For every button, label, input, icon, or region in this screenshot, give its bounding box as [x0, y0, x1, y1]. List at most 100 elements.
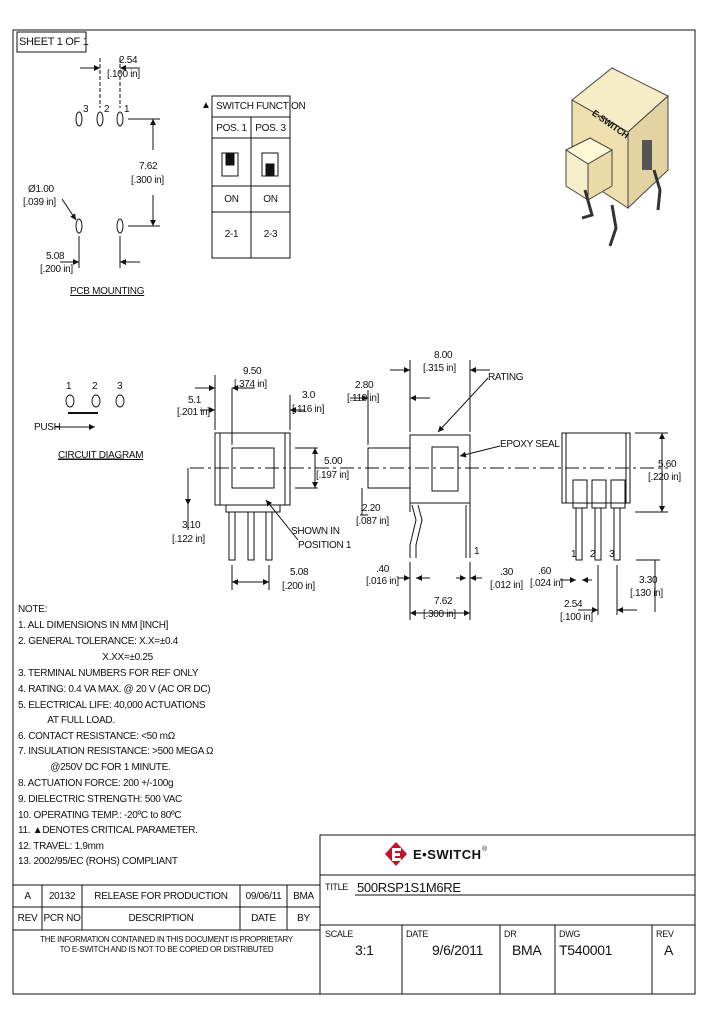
front-dim-f: 5.08: [290, 567, 309, 578]
title-value: 500RSP1S1M6RE: [357, 880, 461, 895]
circuit-pin1: 1: [66, 381, 72, 392]
pcb-dim-offset: 5.08: [46, 251, 65, 262]
circuit-pin2: 2: [92, 381, 98, 392]
end-dim-b: .60: [538, 566, 552, 577]
title-block-frame: [319, 834, 696, 995]
note-line: @250V DC FOR 1 MINUTE.: [18, 762, 171, 773]
table-conn-pos3: 2-3: [263, 229, 278, 240]
front-dim-a-in: [.374 in]: [234, 379, 267, 390]
circuit-caption: CIRCUIT DIAGRAM: [58, 450, 144, 461]
end-pin1: 1: [571, 549, 577, 560]
pcb-dim-row-in: [.300 in]: [131, 175, 164, 186]
note-line: X.XX=±0.25: [18, 652, 153, 663]
dwg-value: T540001: [559, 942, 613, 958]
front-shown: SHOWN IN: [291, 526, 340, 537]
front-dim-c-in: [.116 in]: [292, 404, 325, 415]
rev-value: A: [664, 942, 674, 958]
pcb-dim-offset-in: [.200 in]: [40, 264, 73, 275]
note-line: 8. ACTUATION FORCE: 200 +/-100g: [18, 778, 174, 789]
side-dim-a-in: [.315 in]: [423, 363, 456, 374]
front-dim-e: 3.10: [182, 520, 201, 531]
note-line: 7. INSULATION RESISTANCE: >500 MEGA Ω: [18, 746, 214, 757]
critical-mark: ▲: [201, 100, 211, 111]
rev-row-desc: RELEASE FOR PRODUCTION: [94, 891, 228, 902]
front-dim-d: 5.00: [324, 456, 343, 467]
revision-block-frame: [12, 884, 321, 931]
brand-registered-mark: ®: [482, 846, 487, 853]
side-epoxy: EPOXY SEAL: [500, 439, 560, 450]
note-line: NOTE:: [18, 604, 48, 615]
front-dim-b-in: [.201 in]: [177, 407, 210, 418]
date-label: DATE: [406, 929, 429, 939]
rev-row-pcr: 20132: [48, 891, 76, 902]
note-line: 3. TERMINAL NUMBERS FOR REF ONLY: [18, 668, 199, 679]
side-dim-a: 8.00: [434, 350, 453, 361]
side-rating: RATING: [488, 372, 524, 383]
note-line: 9. DIELECTRIC STRENGTH: 500 VAC: [18, 794, 182, 805]
end-dim-c-in: [.100 in]: [560, 612, 593, 623]
dwg-label: DWG: [559, 929, 581, 939]
side-dim-e: .30: [500, 567, 514, 578]
front-dim-a: 9.50: [243, 366, 262, 377]
side-dim-f: 7.62: [434, 596, 453, 607]
rev-header-pcr: PCR NO: [43, 913, 81, 924]
end-pin2: 2: [590, 549, 596, 560]
front-shown2: POSITION 1: [298, 540, 352, 551]
note-line: 6. CONTACT RESISTANCE: <50 mΩ: [18, 731, 175, 742]
pcb-mounting-holes: [75, 111, 124, 234]
product-3d-render: [564, 67, 669, 247]
end-view: [560, 432, 668, 615]
pcb-pin2: 2: [104, 104, 110, 115]
switch-function-title: SWITCH FUNCTION: [216, 101, 306, 112]
circuit-diagram-symbol: [55, 394, 125, 460]
rev-row-rev: A: [24, 891, 31, 902]
front-dim-c: 3.0: [302, 390, 316, 401]
rev-row-by: BMA: [293, 891, 314, 902]
side-dim-c: 2.20: [362, 503, 381, 514]
rev-header-date: DATE: [251, 913, 276, 924]
note-line: 11. ▲DENOTES CRITICAL PARAMETER.: [18, 825, 198, 836]
side-dim-b-in: [.110 in]: [347, 393, 380, 404]
side-dim-f-in: [.300 in]: [423, 609, 456, 620]
rev-header-by: BY: [297, 913, 310, 924]
rev-header-desc: DESCRIPTION: [128, 913, 194, 924]
end-dim-d-in: [.130 in]: [630, 588, 663, 599]
front-view: [185, 375, 318, 590]
pcb-dim-hole-in: [.039 in]: [23, 197, 56, 208]
end-dim-c: 2.54: [564, 599, 583, 610]
front-dim-d-in: [.197 in]: [316, 470, 349, 481]
note-line: 1. ALL DIMENSIONS IN MM [INCH]: [18, 620, 169, 631]
title-label: TITLE: [325, 882, 349, 892]
end-pin3: 3: [609, 549, 615, 560]
side-dim-d: .40: [376, 564, 390, 575]
note-line: AT FULL LOAD.: [18, 715, 115, 726]
circuit-pin3: 3: [117, 381, 123, 392]
end-dim-a: 5.60: [658, 459, 677, 470]
disclaimer-line2: TO E-SWITCH AND IS NOT TO BE COPIED OR D…: [59, 945, 274, 954]
end-dim-a-in: [.220 in]: [648, 472, 681, 483]
circuit-push: PUSH: [34, 422, 61, 433]
date-value: 9/6/2011: [432, 942, 484, 958]
switch-function-table: [211, 95, 291, 259]
table-header-pos3: POS. 3: [255, 123, 286, 134]
side-dim-c-in: [.087 in]: [356, 516, 389, 527]
end-dim-d: 3.30: [639, 575, 658, 586]
dr-value: BMA: [512, 942, 542, 958]
e-switch-logo: [385, 842, 407, 866]
pcb-dim-pitch: 2.54: [119, 55, 138, 66]
front-dim-f-in: [.200 in]: [282, 581, 315, 592]
note-line: 12. TRAVEL: 1.9mm: [18, 841, 104, 852]
note-line: 5. ELECTRICAL LIFE: 40,000 ACTUATIONS: [18, 700, 206, 711]
note-line: 4. RATING: 0.4 VA MAX. @ 20 V (AC OR DC): [18, 684, 211, 695]
side-dim-e-in: [.012 in]: [490, 580, 523, 591]
pcb-dim-pitch-in: [.100 in]: [107, 69, 140, 80]
note-line: 13. 2002/95/EC (ROHS) COMPLIANT: [18, 856, 178, 867]
rev-row-date: 09/06/11: [245, 891, 282, 902]
note-line: 10. OPERATING TEMP.: -20ºC to 80ºC: [18, 810, 182, 821]
pcb-dim-hole: Ø1.00: [28, 184, 54, 195]
side-view: [350, 360, 501, 620]
end-dim-b-in: [.024 in]: [530, 578, 563, 589]
pcb-pin1: 1: [124, 104, 130, 115]
pcb-dim-row: 7.62: [139, 161, 158, 172]
